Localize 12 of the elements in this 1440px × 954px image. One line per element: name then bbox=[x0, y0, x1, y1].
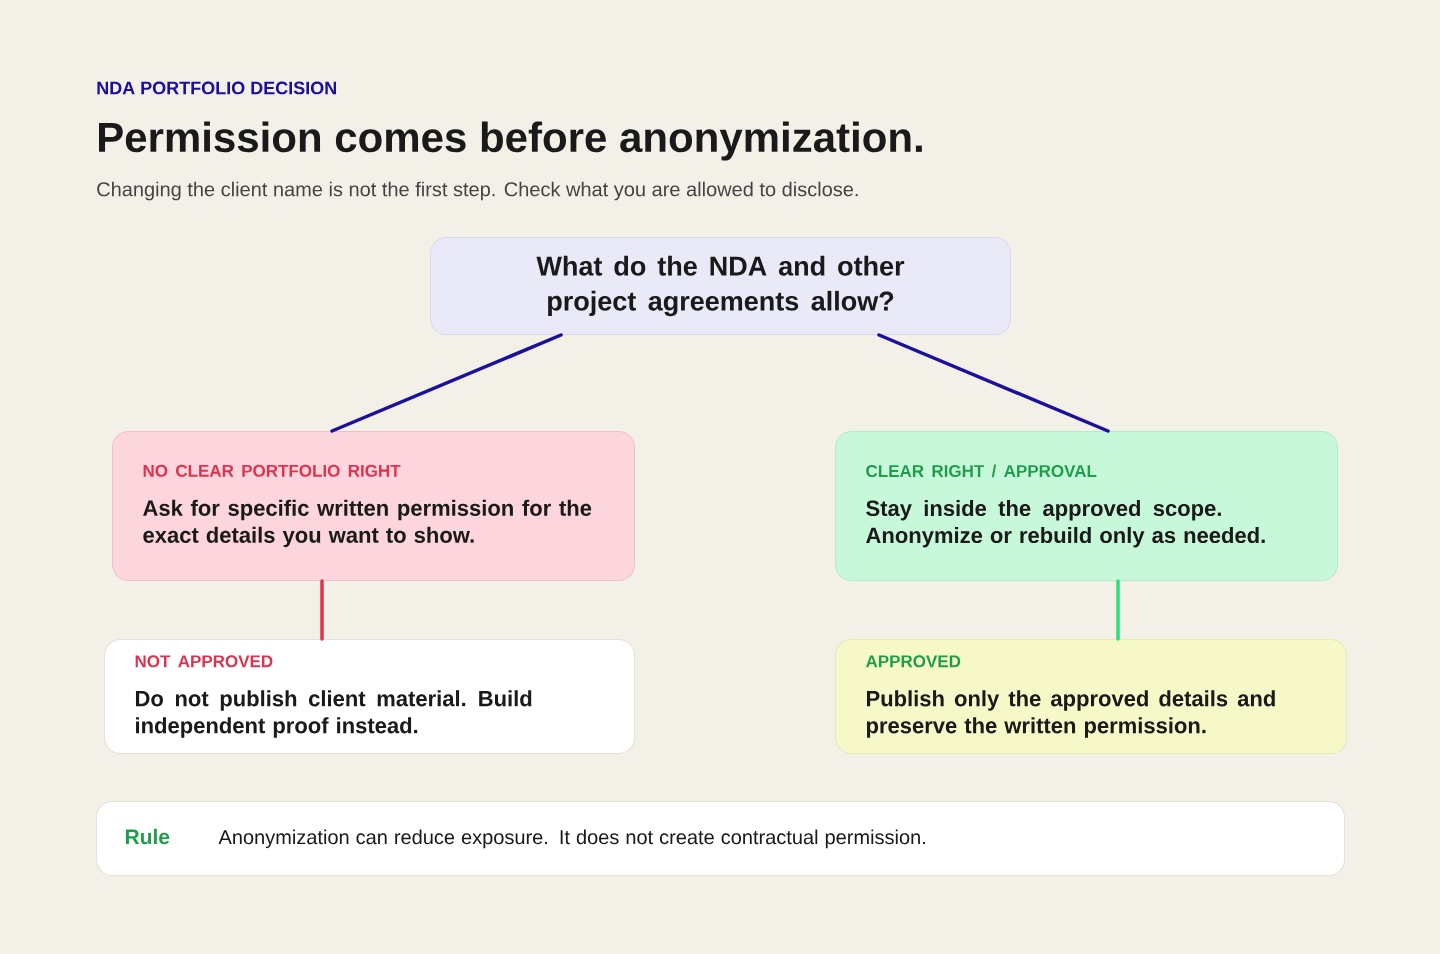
connector-line bbox=[320, 579, 324, 641]
subtitle: Changing the client name is not the first step. Check what you are allowed to disclose. bbox=[97, 181, 858, 201]
question-box: What do the NDA and other project agreements allow? bbox=[430, 237, 1011, 335]
section-label: NDA PORTFOLIO DECISION bbox=[97, 81, 336, 95]
outcome-box: CLEAR RIGHT / APPROVAL Stay inside the approved scope. Anonymize or rebuild only as needed. bbox=[835, 431, 1338, 581]
connector-line bbox=[330, 333, 563, 433]
title: Permission comes before anonymization. bbox=[99, 121, 922, 161]
outcome-box: NO CLEAR PORTFOLIO RIGHT Ask for specific written permission for the exact details you want to show. bbox=[112, 431, 635, 581]
outcome-box: APPROVED Publish only the approved details and preserve the written permission. bbox=[835, 639, 1347, 754]
outcome-box: NOT APPROVED Do not publish client material. Build independent proof instead. bbox=[104, 639, 635, 754]
connector-line bbox=[877, 333, 1110, 433]
connector-line bbox=[1116, 579, 1120, 641]
